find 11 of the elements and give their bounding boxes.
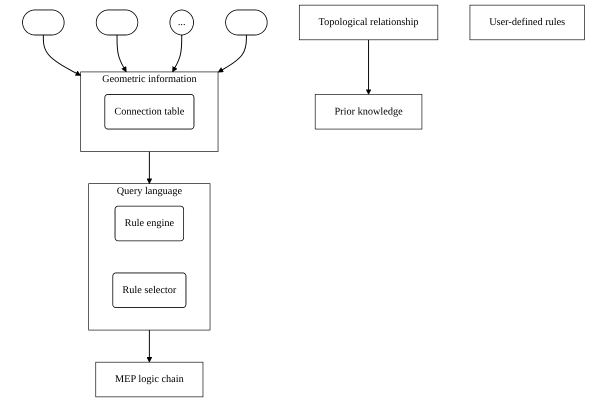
arrow — [146, 151, 152, 184]
node-box: Prior knowledge — [314, 94, 422, 130]
arrow — [116, 34, 127, 72]
arrow — [366, 39, 372, 95]
arrow — [42, 34, 81, 76]
arrow — [172, 34, 182, 72]
arrow — [218, 34, 247, 72]
node-box: User-defined rules — [470, 4, 585, 40]
node-box: Topological relationship — [298, 4, 438, 40]
arrow — [146, 330, 152, 362]
node-box: MEP logic chain — [95, 362, 204, 398]
